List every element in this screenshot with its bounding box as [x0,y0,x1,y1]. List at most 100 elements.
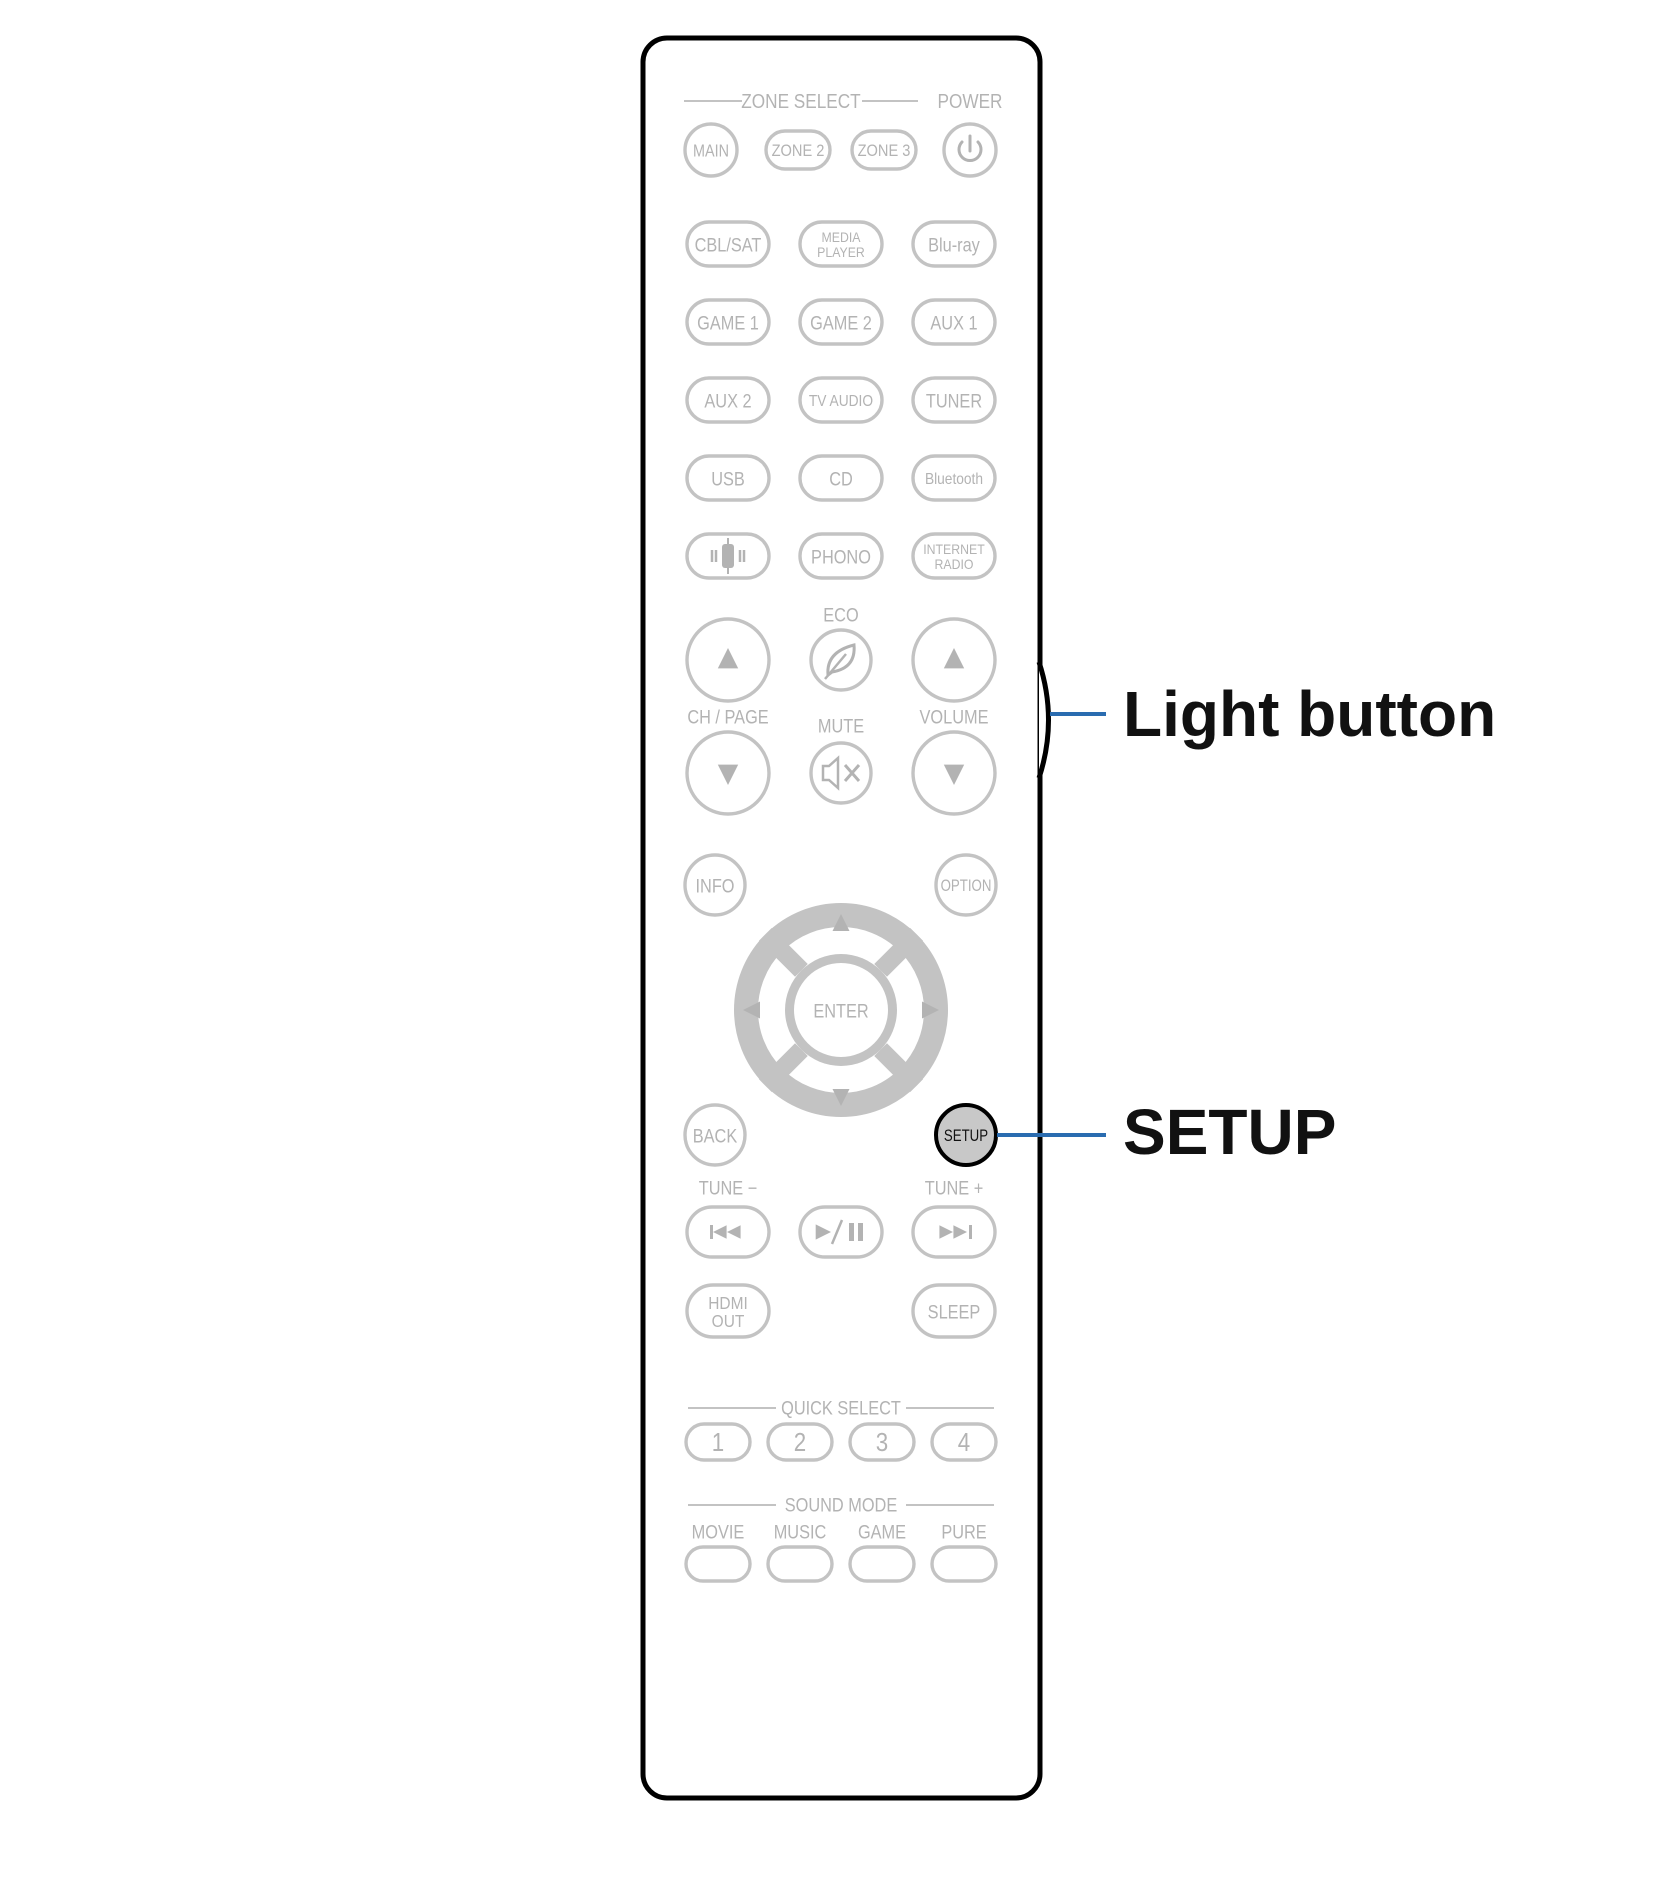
sound-mode-label: SOUND MODE [785,1494,898,1515]
skip-back-icon [710,1225,741,1239]
info-button-label: INFO [695,875,734,896]
play-pause-button[interactable] [798,1205,884,1259]
blu-ray-button-label: Blu-ray [928,234,980,255]
play-pause-icon [815,1219,863,1245]
cursor-right-icon [922,1001,939,1019]
play-arrow [815,1224,831,1240]
ch-page-label: CH / PAGE [687,706,769,727]
enter-button[interactable] [794,963,888,1057]
tv-audio-button[interactable]: TV AUDIO [798,376,884,424]
light-button-label: Light button [1123,678,1497,750]
volume-up-button-arrow-icon [943,648,965,669]
quick-select-1-button-label: 1 [712,1429,724,1458]
usb-button[interactable]: USB [685,454,771,502]
option-button-ring [934,853,998,917]
game-1-button[interactable]: GAME 1 [685,298,771,346]
info-button[interactable]: INFO [683,853,747,917]
skip-forward-arrow-2 [953,1225,967,1239]
setup-button-ring [934,1103,998,1167]
sleep-button-label: SLEEP [928,1301,981,1322]
direction-pad-spoke-3 [758,927,808,977]
mute-button[interactable] [809,741,873,805]
phono-button-label: PHONO [811,546,871,567]
sleep-button[interactable]: SLEEP [911,1283,997,1339]
zone3-button-label: ZONE 3 [858,142,911,160]
heos-icon [710,538,746,574]
sound-mode-music-label: MUSIC [774,1521,827,1542]
light-button[interactable] [1036,661,1051,779]
volume-down-button[interactable] [911,730,997,816]
tuner-button-label: TUNER [926,390,982,411]
tune-plus-label: TUNE + [925,1177,984,1198]
cd-button[interactable]: CD [798,454,884,502]
power-label: POWER [938,90,1003,113]
main-zone-button[interactable]: MAIN [683,122,739,178]
eco-button[interactable] [809,628,873,692]
eco-label: ECO [823,604,858,625]
sound-mode-pure-button[interactable] [930,1545,998,1583]
skip-back-arrow-2 [727,1225,741,1239]
option-button-label: OPTION [941,877,992,896]
skip-forward-button[interactable] [911,1205,997,1259]
game-2-button[interactable]: GAME 2 [798,298,884,346]
quick-select-2-button[interactable]: 2 [766,1422,834,1462]
skip-back-button[interactable] [685,1205,771,1259]
skip-forward-arrow-1 [939,1225,953,1239]
heos-button[interactable] [685,532,771,580]
back-button-label: BACK [693,1125,738,1146]
bluetooth-button[interactable]: Bluetooth [911,454,997,502]
sound-mode-game-button[interactable] [848,1545,916,1583]
sound-mode-game-label: GAME [858,1521,906,1542]
aux-2-button-label: AUX 2 [704,390,751,411]
sound-mode-movie-label: MOVIE [692,1521,745,1542]
aux-2-button[interactable]: AUX 2 [685,376,771,424]
volume-down-button-arrow-icon [943,764,965,785]
ch-page-down-button[interactable] [685,730,771,816]
navigation-group: INFO OPTION ENTER BACK [683,853,998,1167]
game-2-button-label: GAME 2 [810,312,872,333]
back-button[interactable]: BACK [683,1103,747,1167]
volume-up-button[interactable] [911,617,997,703]
main-zone-button-label: MAIN [693,141,729,161]
mute-label: MUTE [818,715,864,736]
direction-pad-spoke-1 [874,1043,924,1093]
quick-select-label: QUICK SELECT [781,1397,901,1418]
media-player-button-label-line1: MEDIA [822,229,861,245]
option-button[interactable]: OPTION [934,853,998,917]
quick-select-4-button[interactable]: 4 [930,1422,998,1462]
tuner-button[interactable]: TUNER [911,376,997,424]
quick-select-1-button[interactable]: 1 [684,1422,752,1462]
blu-ray-button[interactable]: Blu-ray [911,220,997,268]
cursor-down-icon [832,1089,850,1106]
ch-page-up-button[interactable] [685,617,771,703]
setup-button[interactable]: SETUP [934,1103,998,1167]
setup-label: SETUP [1123,1096,1337,1168]
zone3-button[interactable]: ZONE 3 [850,129,918,171]
leaf-icon [824,643,856,680]
phono-button[interactable]: PHONO [798,532,884,580]
aux-1-button[interactable]: AUX 1 [911,298,997,346]
hdmi-out-label-line2: OUT [712,1311,745,1331]
cbl-sat-button[interactable]: CBL/SAT [685,220,771,268]
direction-pad-spoke-2 [758,1043,808,1093]
direction-pad[interactable]: ENTER [734,903,948,1117]
zone2-button-label: ZONE 2 [772,142,825,160]
quick-select-3-button[interactable]: 3 [848,1422,916,1462]
mute-icon [821,755,861,791]
aux-1-button-label: AUX 1 [930,312,977,333]
ch-page-down-button-arrow-icon [717,764,739,785]
sound-mode-movie-button[interactable] [684,1545,752,1583]
usb-button-label: USB [711,468,745,489]
zone2-button[interactable]: ZONE 2 [764,129,832,171]
info-button-ring [683,853,747,917]
power-button[interactable] [942,122,998,178]
internet-radio-button-label-line2: RADIO [935,556,974,572]
sound-mode-music-button[interactable] [766,1545,834,1583]
